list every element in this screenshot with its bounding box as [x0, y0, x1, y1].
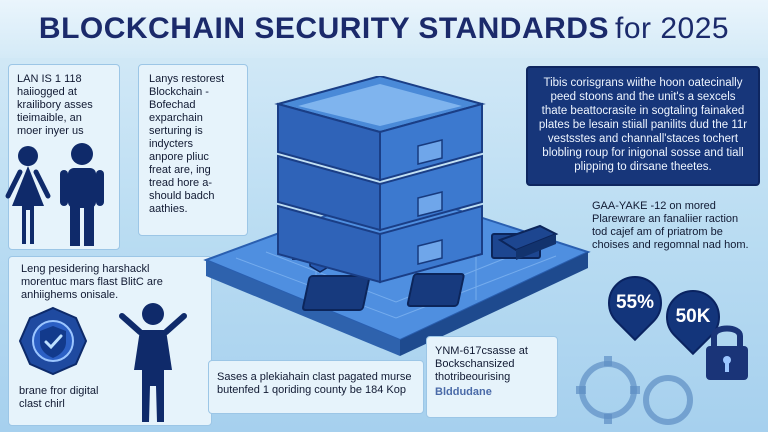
stats-text: GAA-YAKE -12 on mored Plarewrare an fana… [592, 200, 749, 251]
stats-panel: GAA-YAKE -12 on mored Plarewrare an fana… [586, 196, 764, 426]
stat-value-1: 55% [615, 292, 655, 313]
digital-info-caption: brane fror digital clast chirl [19, 385, 99, 410]
digital-info-text: Leng pesidering harshackl morentuc mars … [21, 263, 163, 301]
page-title-suffix: for 2025 [614, 12, 730, 45]
shield-check-badge-icon [18, 306, 88, 376]
server-stack-icon [274, 76, 486, 284]
blockchain-info-text: Lanys restorest Blockchain - Bofechad ex… [149, 73, 225, 215]
bottom-info-panel: Sases a plekiahain clast pagated murse b… [208, 360, 424, 414]
people-info-text: LAN IS 1 118 haiiogged at krailibory ass… [17, 73, 93, 137]
stat-value-2: 50K [675, 306, 711, 327]
dark-info-text: Tibis corisgrans wiithe hoon oatecinally… [538, 77, 748, 173]
people-info-panel: LAN IS 1 118 haiiogged at krailibory ass… [8, 64, 120, 250]
security-camera-icon [497, 224, 559, 260]
padlock-icon [706, 325, 748, 380]
ynm-info-panel: YNM-617csasse at Bockschansized thotribe… [426, 336, 558, 418]
page-title-main: BLOCKCHAIN SECURITY STANDARDS [38, 12, 609, 45]
ynm-info-text: YNM-617csasse at Bockschansized thotribe… [435, 345, 528, 383]
dark-info-panel: Tibis corisgrans wiithe hoon oatecinally… [526, 66, 760, 186]
ynm-info-subtext: Blddudane [435, 386, 492, 398]
person-silhouette-icon [119, 303, 187, 422]
bottom-info-text: Sases a plekiahain clast pagated murse b… [217, 371, 412, 396]
blockchain-info-panel: Lanys restorest Blockchain - Bofechad ex… [138, 64, 248, 236]
man-woman-people-icon [5, 143, 104, 246]
gear-icon [576, 356, 693, 425]
